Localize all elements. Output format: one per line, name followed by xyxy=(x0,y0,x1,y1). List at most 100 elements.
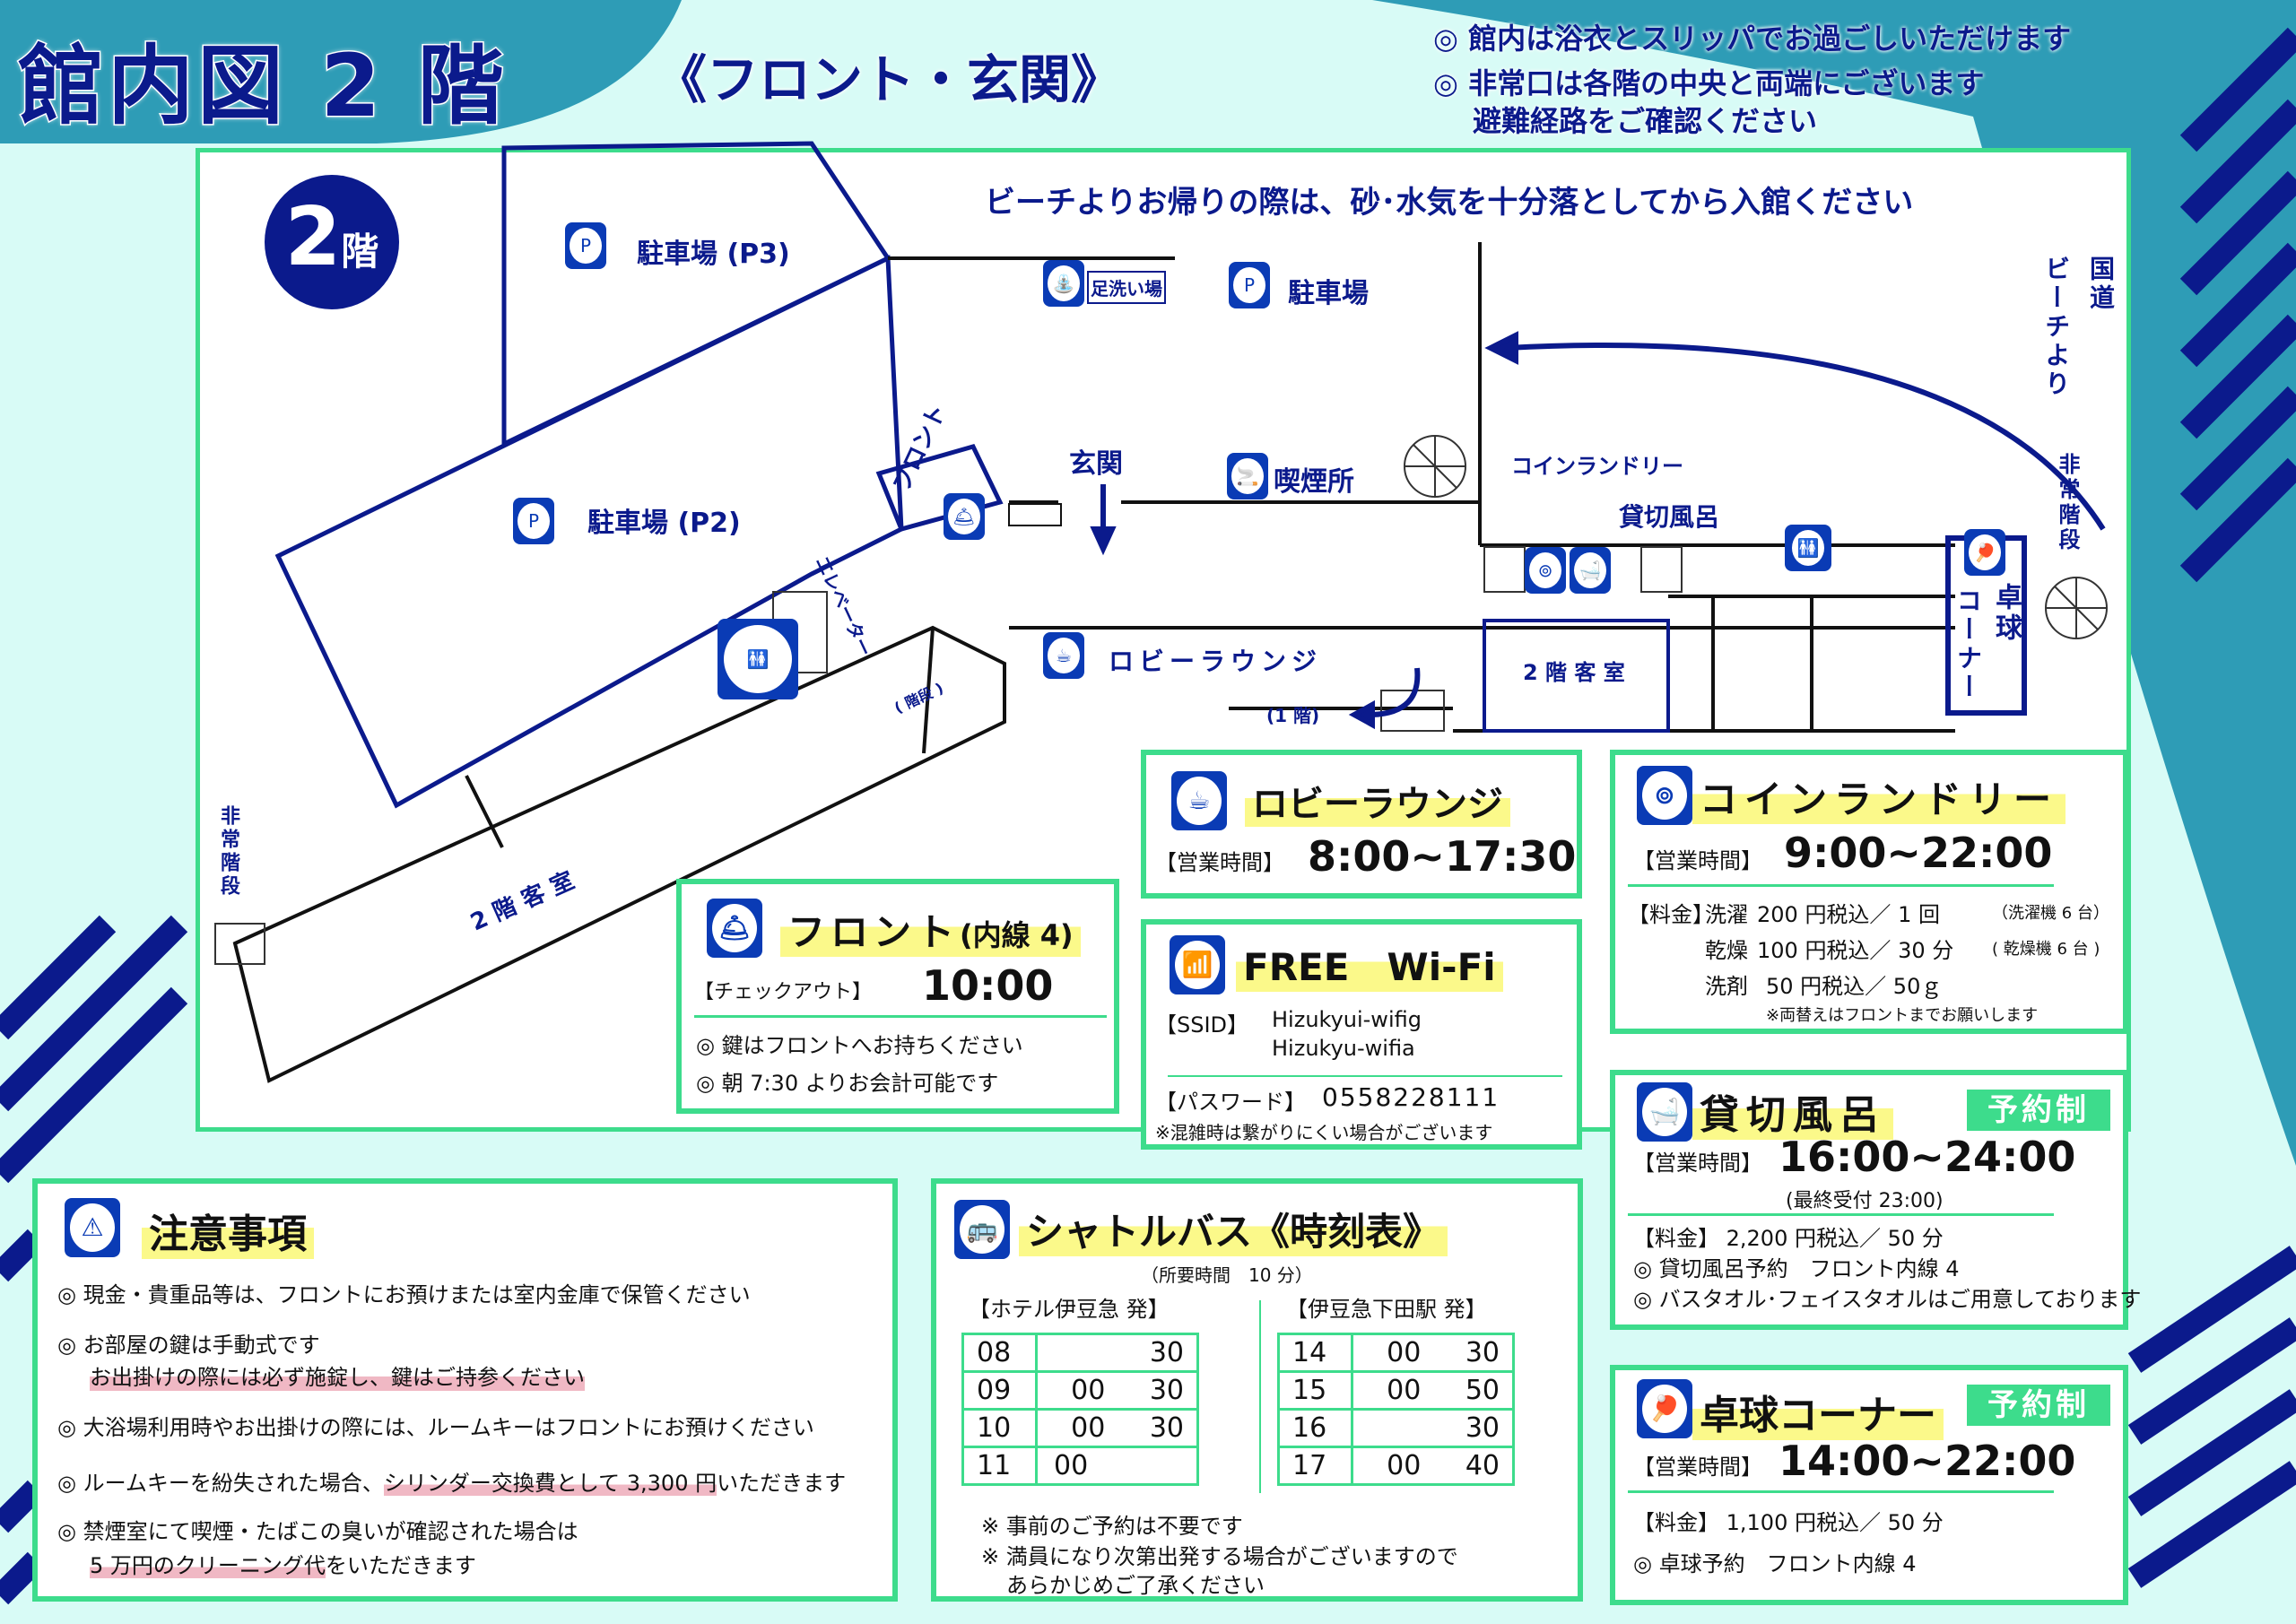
map-banner: ビーチよりお帰りの際は、砂･水気を十分落としてから入館ください xyxy=(985,185,1914,221)
fee-note: ( 乾燥機 6 台 ) xyxy=(1992,940,2100,959)
caution-item: ◎ 禁煙室にて喫煙・たばこの臭いが確認された場合は xyxy=(57,1519,578,1544)
wifi-password: 0558228111 xyxy=(1322,1082,1500,1112)
wifi-card-title: FREE Wi-Fi xyxy=(1236,937,1503,992)
divider xyxy=(694,1015,1107,1018)
divider xyxy=(1628,1490,2054,1493)
parking-icon: P xyxy=(565,222,606,269)
caution-item: ◎ お部屋の鍵は手動式です xyxy=(57,1333,320,1358)
label-beach: ビーチより xyxy=(2041,256,2071,399)
bath-card-title: 貸切風呂 xyxy=(1692,1082,1893,1140)
guest-room-box xyxy=(1483,619,1670,733)
down-arrow-icon xyxy=(1348,699,1375,730)
caution-item: ◎ 大浴場利用時やお出掛けの際には、ルームキーはフロントにお預けください xyxy=(57,1415,814,1440)
label-route: 国道 xyxy=(2086,256,2116,313)
from-station-label: 【伊豆急下田駅 発】 xyxy=(1286,1297,1487,1322)
caution-text: をいただきます xyxy=(325,1553,476,1578)
guest-room-strip xyxy=(232,625,1006,1083)
restroom-icon: 🚻 xyxy=(1785,525,1831,571)
pingpong-icon: 🏓 xyxy=(1964,529,2005,576)
shuttle-duration: （所要時間 10 分） xyxy=(1141,1264,1313,1286)
hour-cell: 10 xyxy=(961,1408,1038,1448)
private-bath-card: 🛁 貸切風呂 予約制 【営業時間】 16:00~24:00 (最終受付 23:0… xyxy=(1610,1070,2141,1330)
pingpong-card: 🏓 卓球コーナー 予約制 【営業時間】 14:00~22:00 【料金】 1,1… xyxy=(1610,1365,2128,1605)
floor-badge: 2階 xyxy=(265,175,399,309)
label-coin-laundry: コインランドリー xyxy=(1511,454,1683,479)
lobby-hours: 8:00~17:30 xyxy=(1308,832,1577,881)
entrance-arrow-icon xyxy=(1090,526,1117,556)
reservation-badge: 予約制 xyxy=(1967,1385,2110,1426)
bus-icon: 🚌 xyxy=(954,1200,1010,1259)
parking-p2-area xyxy=(274,255,904,809)
bath-hours: 16:00~24:00 xyxy=(1779,1133,2076,1181)
caution-item: ◎ 現金・貴重品等は、フロントにお預けまたは室内金庫で保管ください xyxy=(57,1282,751,1307)
route-arrow xyxy=(1506,342,2106,531)
fee-price: 50 円税込／ 50ｇ xyxy=(1766,974,1943,999)
hour-cell: 16 xyxy=(1277,1408,1353,1448)
password-label: 【パスワード】 xyxy=(1155,1090,1306,1115)
label-foot-wash: 足洗い場 xyxy=(1087,271,1166,304)
fee-note: （洗濯機 6 台） xyxy=(1992,904,2109,923)
divider xyxy=(1628,1213,2054,1216)
notice-evacuation: 避難経路をご確認ください xyxy=(1473,104,1818,138)
label-guest-rooms-box: 2 階 客 室 xyxy=(1523,660,1625,685)
front-desk-icon: 🛎 xyxy=(944,493,985,540)
label-parking: 駐車場 xyxy=(1288,278,1369,309)
caution-text: ◎ ルームキーを紛失された場合、 xyxy=(57,1471,384,1496)
label-emergency-stairs-left: 非常階段 xyxy=(217,805,239,899)
foot-wash-icon: ⛲ xyxy=(1043,260,1084,307)
front-desk-area xyxy=(875,444,1004,532)
shuttle-note: ※ 事前のご予約は不要です xyxy=(981,1514,1243,1539)
divider xyxy=(1628,884,2054,887)
label-pingpong-2: コーナー xyxy=(1953,587,1983,702)
pingpong-icon: 🏓 xyxy=(1637,1379,1692,1438)
pingpong-fee: 【料金】 1,100 円税込／ 50 分 xyxy=(1633,1510,1944,1535)
shuttle-note: あらかじめご了承ください xyxy=(1006,1573,1265,1598)
coin-laundry-card: ⊚ コインランドリー 【営業時間】 9:00~22:00 【料金】 洗濯 200… xyxy=(1610,750,2128,1034)
laundry-card-title: コインランドリー xyxy=(1692,769,2066,824)
front-note: ◎ 鍵はフロントへお持ちください xyxy=(696,1033,1023,1058)
hour-cell: 15 xyxy=(1277,1370,1353,1411)
page-subtitle: 《フロント・玄関》 xyxy=(655,49,1124,110)
restroom-icon: 🚻 xyxy=(718,619,798,699)
minutes-cell: 00 40 xyxy=(1351,1446,1515,1486)
parking-p3-area xyxy=(501,141,891,447)
reservation-badge: 予約制 xyxy=(1967,1090,2110,1131)
ssid-2: Hizukyu-wifia xyxy=(1272,1036,1415,1061)
notice-emergency: ◎ 非常口は各階の中央と両端にございます xyxy=(1433,66,1985,100)
washing-machine-icon: ⊚ xyxy=(1637,766,1692,825)
caution-card-title: 注意事項 xyxy=(142,1202,314,1259)
caution-card: ⚠ 注意事項 ◎ 現金・貴重品等は、フロントにお預けまたは室内金庫で保管ください… xyxy=(32,1178,898,1602)
minutes-cell: 30 xyxy=(1351,1408,1515,1448)
bathtub-icon: 🛁 xyxy=(1637,1082,1692,1142)
laundry-hours-label: 【営業時間】 xyxy=(1633,848,1762,873)
caution-text: いただきます xyxy=(717,1471,847,1496)
floor-label: 階 xyxy=(341,230,379,274)
bath-last-entry: (最終受付 23:00) xyxy=(1786,1190,1944,1212)
label-to-1f: (1 階) xyxy=(1266,705,1320,726)
front-desk-icon: 🛎 xyxy=(707,899,762,958)
stairs-icon xyxy=(1483,546,1526,593)
fee-item: 乾燥 xyxy=(1705,938,1748,963)
front-extension: (内線 4) xyxy=(960,918,1074,952)
minutes-cell: 00 30 xyxy=(1351,1333,1515,1373)
bath-fee: 【料金】 2,200 円税込／ 50 分 xyxy=(1633,1226,1944,1251)
hour-cell: 09 xyxy=(961,1370,1038,1411)
minutes-cell: 00 30 xyxy=(1035,1370,1199,1411)
fee-item: 洗剤 xyxy=(1705,974,1748,999)
stairs-icon xyxy=(1640,546,1683,593)
pingpong-card-title: 卓球コーナー xyxy=(1692,1383,1944,1440)
shuttle-bus-card: 🚌 シャトルバス《時刻表》 （所要時間 10 分） 【ホテル伊豆急 発】 【伊豆… xyxy=(931,1178,1583,1602)
bath-icon: 🛁 xyxy=(1570,547,1611,594)
ssid-label: 【SSID】 xyxy=(1155,1012,1249,1038)
shuttle-card-title: シャトルバス《時刻表》 xyxy=(1019,1202,1448,1256)
parking-icon: P xyxy=(513,498,554,544)
minutes-cell: 00 30 xyxy=(1035,1408,1199,1448)
label-smoking-area: 喫煙所 xyxy=(1274,466,1354,498)
pingpong-hours-label: 【営業時間】 xyxy=(1633,1455,1762,1480)
stairs-icon xyxy=(214,923,265,965)
